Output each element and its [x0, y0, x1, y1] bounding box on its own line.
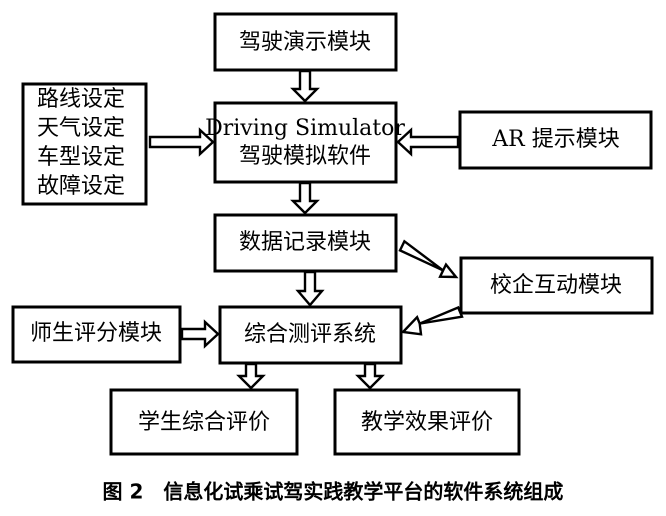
- setting-fault-label: 故障设定: [37, 174, 125, 199]
- arrow-eval-to-teaching-eval: [355, 362, 385, 390]
- comprehensive-eval-box: [218, 305, 403, 365]
- arrow-ar-to-simulator: [396, 127, 460, 157]
- figure-caption: 图 2 信息化试乘试驾实践教学平台的软件系统组成: [103, 480, 564, 504]
- arrow-simulator-to-data-record: [290, 181, 320, 215]
- ar-prompt-box: [458, 110, 653, 170]
- simulator-box: [213, 101, 398, 184]
- arrow-data-record-to-school-enterprise: [398, 239, 459, 279]
- ar-prompt-label: AR 提示模块: [491, 127, 619, 152]
- driving-demo-box: [213, 12, 398, 72]
- setting-weather-label: 天气设定: [37, 116, 125, 141]
- arrow-data-record-to-eval: [295, 270, 325, 307]
- simulator-en-label: Driving Simulator: [205, 116, 405, 141]
- student-eval-label: 学生综合评价: [138, 410, 270, 435]
- comprehensive-eval-label: 综合测评系统: [244, 322, 376, 347]
- school-enterprise-box: [459, 256, 654, 315]
- arrow-school-enterprise-to-eval: [400, 305, 464, 336]
- teaching-eval-label: 教学效果评价: [361, 410, 493, 435]
- teacher-student-label: 师生评分模块: [30, 321, 162, 346]
- arrow-settings-to-simulator: [148, 127, 215, 157]
- teacher-student-box: [11, 305, 182, 364]
- student-eval-box: [109, 388, 299, 456]
- simulator-cn-label: 驾驶模拟软件: [239, 144, 371, 169]
- setting-route-label: 路线设定: [37, 87, 125, 112]
- data-record-label: 数据记录模块: [239, 230, 371, 255]
- settings-box: [21, 82, 148, 206]
- school-enterprise-label: 校企互动模块: [490, 273, 622, 298]
- teaching-eval-box: [333, 388, 521, 456]
- arrow-teacher-to-eval: [180, 319, 220, 349]
- data-record-box: [213, 213, 398, 273]
- arrow-eval-to-student-eval: [236, 362, 266, 390]
- driving-demo-label: 驾驶演示模块: [239, 30, 371, 55]
- setting-vehicle-label: 车型设定: [37, 145, 125, 170]
- arrow-demo-to-simulator: [290, 69, 320, 103]
